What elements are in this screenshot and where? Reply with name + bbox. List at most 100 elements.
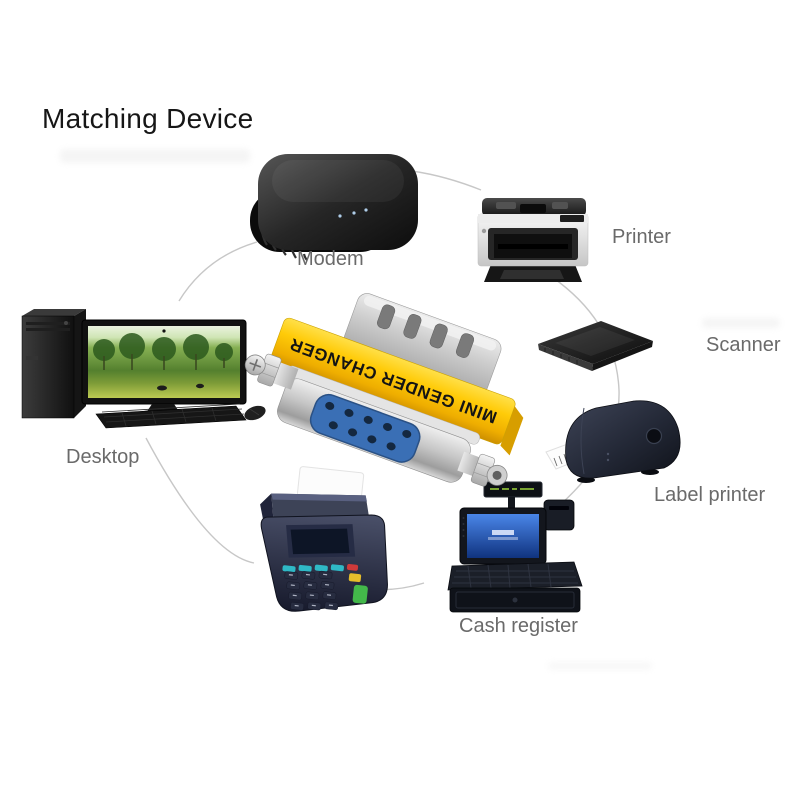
pin-holes	[325, 401, 412, 451]
tree	[119, 333, 145, 359]
keypad-key-green	[352, 584, 368, 604]
optical-drive	[26, 328, 70, 331]
label-printer-label: Label printer	[654, 484, 766, 506]
printer-top-detail	[552, 202, 568, 209]
pin-hole	[328, 421, 338, 430]
tree	[215, 343, 233, 361]
label-printer-led	[606, 452, 610, 456]
printer-button	[481, 228, 487, 234]
label-printer-body	[565, 400, 681, 479]
scanner-image	[538, 321, 653, 371]
pin-hole	[325, 401, 335, 410]
drawer-lock	[512, 597, 518, 603]
printer-head-edge	[271, 493, 367, 502]
watermark	[702, 318, 780, 328]
watermark	[60, 149, 250, 163]
label-printer-knob	[645, 427, 663, 445]
circle-arc	[411, 170, 482, 191]
printer-roller	[498, 244, 568, 249]
keypad-key-teal	[282, 565, 296, 573]
pin-slot	[377, 304, 396, 330]
scanner-edge-ridges	[544, 348, 578, 364]
gender-changer-image: MINI GENDER CHANGER	[244, 293, 524, 487]
modem-sheen	[272, 160, 404, 202]
desktop-image	[21, 309, 266, 429]
jackscrew-thread-hole	[492, 470, 502, 480]
drawer-face	[455, 591, 575, 609]
printer-top-detail	[520, 204, 546, 213]
tree	[93, 339, 115, 361]
label-printer-seam	[580, 407, 585, 475]
pin-hole	[402, 429, 412, 438]
animal	[196, 383, 204, 389]
modem-label: Modem	[297, 248, 364, 270]
pos-terminal-image	[260, 466, 388, 612]
male-pin-slots	[377, 304, 475, 358]
led	[338, 214, 342, 218]
left-screw-post	[244, 353, 299, 390]
pin-slot	[429, 323, 448, 349]
screw-cross	[249, 359, 262, 371]
screw-post	[272, 362, 299, 390]
pin-hole	[367, 435, 377, 444]
label-printer-image	[545, 400, 681, 483]
mouse-line	[249, 408, 260, 416]
optical-drive	[26, 322, 70, 325]
display-pole	[508, 497, 515, 511]
terminal-body	[260, 514, 388, 612]
tree-trunks	[103, 354, 225, 370]
keyboard-keys-texture	[452, 563, 578, 589]
printer-image	[477, 198, 589, 282]
terminal-screen	[290, 528, 350, 555]
label-printer-led	[606, 458, 610, 462]
power-button	[64, 321, 68, 325]
cash-register-label: Cash register	[459, 615, 578, 637]
tower-top	[22, 309, 86, 316]
screen-text	[488, 537, 518, 540]
printer-top-detail	[496, 202, 516, 209]
page-title: Matching Device	[42, 103, 254, 134]
scanner-front-edge	[538, 344, 593, 371]
pin-hole	[344, 408, 354, 417]
keyboard	[95, 405, 247, 429]
receipt-printer-pod	[543, 499, 575, 531]
keypad-key-teal	[330, 564, 344, 572]
modem-leds	[338, 208, 368, 218]
desktop-label: Desktop	[66, 446, 140, 468]
led	[364, 208, 368, 212]
printer-tray-inner	[500, 270, 564, 279]
yellow-side-face	[500, 406, 524, 456]
modem-image	[250, 154, 418, 261]
circle-arc	[145, 437, 255, 564]
printer-badge	[560, 215, 584, 222]
pin-slot	[403, 314, 422, 339]
tree	[183, 334, 209, 360]
monitor-button	[462, 523, 465, 525]
monitor-button	[462, 535, 465, 537]
mouse	[244, 405, 266, 421]
watermark	[548, 662, 652, 670]
monitor-button	[462, 529, 465, 531]
monitor-buttons	[462, 517, 465, 537]
keypad-key-teal	[314, 564, 328, 572]
pin-hole	[348, 428, 358, 437]
screen-logo	[492, 530, 514, 535]
scanner-label: Scanner	[706, 334, 781, 356]
pin-hole	[386, 442, 396, 451]
printer-silver-band	[478, 214, 588, 223]
cash-register-image	[447, 481, 583, 613]
function-keys	[282, 563, 368, 604]
scanner-right-edge	[592, 341, 653, 371]
tree	[152, 337, 176, 361]
keypad-key-teal	[298, 564, 312, 572]
webcam-dot	[162, 329, 166, 333]
modem-body	[258, 154, 418, 250]
keypad-legends	[288, 573, 333, 607]
tower-front	[21, 315, 75, 419]
screen-trees	[93, 333, 233, 361]
right-screw-post	[457, 451, 508, 487]
scanner-sheen	[555, 327, 635, 356]
hex-nut-lines	[473, 462, 493, 478]
